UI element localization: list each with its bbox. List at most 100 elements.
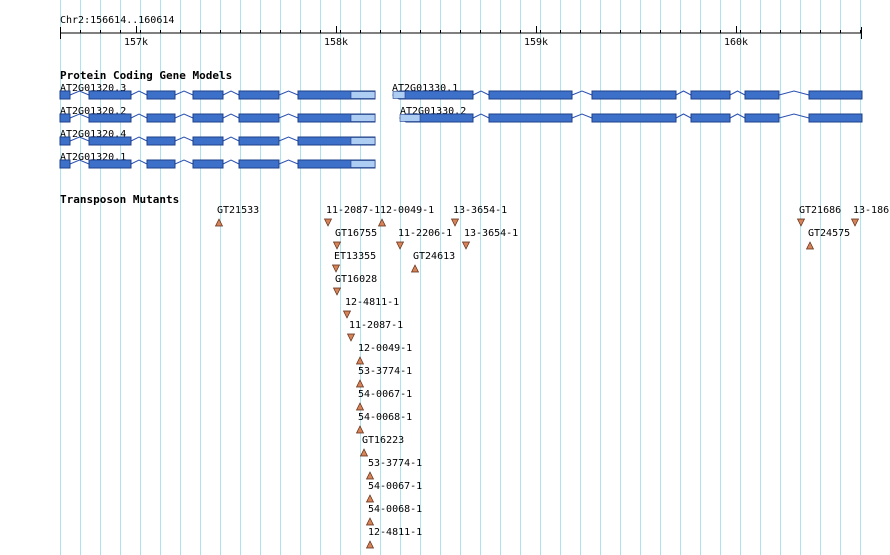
insertion-marker-down bbox=[395, 241, 405, 250]
gridline bbox=[380, 0, 381, 555]
intron bbox=[675, 113, 692, 119]
mutant-label[interactable]: 13-3654-1 bbox=[464, 228, 519, 239]
exon bbox=[146, 90, 176, 100]
gridline bbox=[860, 0, 861, 555]
exon bbox=[591, 113, 677, 123]
gene-label[interactable]: AT2G01320.3 bbox=[60, 83, 127, 94]
gene-label[interactable]: AT2G01320.2 bbox=[60, 106, 127, 117]
utr bbox=[350, 91, 376, 99]
mutant-label[interactable]: 11-2087-1 bbox=[349, 320, 404, 331]
gridline bbox=[80, 0, 81, 555]
mutant-label[interactable]: 11-2087-1 bbox=[326, 205, 381, 216]
exon bbox=[238, 136, 280, 146]
mutant-label[interactable]: 12-4811-1 bbox=[368, 527, 423, 538]
gridline bbox=[540, 0, 541, 555]
ruler[interactable] bbox=[0, 0, 890, 60]
intron bbox=[69, 159, 90, 165]
exon bbox=[192, 90, 224, 100]
exon bbox=[59, 113, 71, 123]
gridline bbox=[400, 0, 401, 555]
intron bbox=[174, 159, 194, 165]
gridline bbox=[420, 0, 421, 555]
mutant-label[interactable]: 54-0068-1 bbox=[368, 504, 423, 515]
gridline bbox=[780, 0, 781, 555]
exon bbox=[59, 159, 71, 169]
insertion-marker-down bbox=[331, 264, 341, 273]
exon bbox=[59, 90, 71, 100]
exon bbox=[88, 113, 132, 123]
mutant-label[interactable]: GT21533 bbox=[217, 205, 260, 216]
mutant-label[interactable]: 11-2206-1 bbox=[398, 228, 453, 239]
gridline bbox=[180, 0, 181, 555]
gene-model-3 bbox=[59, 159, 376, 169]
ruler-tick-160k: 160k bbox=[724, 37, 749, 48]
intron bbox=[174, 113, 194, 119]
gridline bbox=[320, 0, 321, 555]
gene-label[interactable]: AT2G01330.1 bbox=[392, 83, 459, 94]
gene-label[interactable]: AT2G01330.2 bbox=[400, 106, 467, 117]
mutant-label[interactable]: 54-0067-1 bbox=[368, 481, 423, 492]
mutant-label[interactable]: 12-0049-1 bbox=[358, 343, 413, 354]
mutant-label[interactable]: GT24575 bbox=[808, 228, 851, 239]
intron bbox=[174, 136, 194, 142]
ruler-tick-157k: 157k bbox=[124, 37, 149, 48]
gridline bbox=[520, 0, 521, 555]
insertion-marker-up bbox=[365, 494, 375, 503]
gene-models-track[interactable] bbox=[0, 0, 890, 180]
mutant-label[interactable]: 54-0067-1 bbox=[358, 389, 413, 400]
mutant-label[interactable]: 54-0068-1 bbox=[358, 412, 413, 423]
exon bbox=[146, 159, 176, 169]
gridline bbox=[580, 0, 581, 555]
intron bbox=[778, 90, 810, 96]
insertion-marker-up bbox=[365, 540, 375, 549]
mutant-label[interactable]: GT24613 bbox=[413, 251, 456, 262]
gridline bbox=[660, 0, 661, 555]
intron bbox=[278, 159, 299, 165]
utr bbox=[392, 91, 406, 99]
insertion-marker-down bbox=[461, 241, 471, 250]
gene-label[interactable]: AT2G01320.4 bbox=[60, 129, 127, 140]
gridline bbox=[120, 0, 121, 555]
gridline bbox=[200, 0, 201, 555]
exon bbox=[808, 90, 863, 100]
insertion-marker-up bbox=[805, 241, 815, 250]
mutant-label[interactable]: GT16028 bbox=[335, 274, 378, 285]
mutant-label[interactable]: 12-0049-1 bbox=[380, 205, 435, 216]
exon bbox=[88, 136, 132, 146]
gridline bbox=[600, 0, 601, 555]
insertion-marker-up bbox=[365, 517, 375, 526]
mutant-label[interactable]: GT21686 bbox=[799, 205, 842, 216]
gridline bbox=[440, 0, 441, 555]
intron bbox=[69, 113, 90, 119]
gene-model-0 bbox=[59, 90, 376, 100]
insertion-marker-down bbox=[332, 287, 342, 296]
mutant-label[interactable]: GT16223 bbox=[362, 435, 405, 446]
mutant-label[interactable]: 53-3774-1 bbox=[368, 458, 423, 469]
gridline bbox=[620, 0, 621, 555]
insertion-marker-up bbox=[355, 425, 365, 434]
mutant-label[interactable]: 13-186 bbox=[853, 205, 890, 216]
insertion-marker-up bbox=[410, 264, 420, 273]
exon bbox=[88, 159, 132, 169]
exon bbox=[238, 159, 280, 169]
exon bbox=[488, 90, 573, 100]
intron bbox=[571, 113, 593, 119]
gene-model-5 bbox=[399, 113, 863, 123]
exon bbox=[488, 113, 573, 123]
intron bbox=[69, 136, 90, 142]
intron bbox=[675, 90, 692, 96]
mutant-label[interactable]: 13-3654-1 bbox=[453, 205, 508, 216]
gridline bbox=[160, 0, 161, 555]
gene-label[interactable]: AT2G01320.1 bbox=[60, 152, 127, 163]
mutant-label[interactable]: GT16755 bbox=[335, 228, 378, 239]
gridline bbox=[340, 0, 341, 555]
mutant-label[interactable]: 53-3774-1 bbox=[358, 366, 413, 377]
mutant-label[interactable]: ET13355 bbox=[334, 251, 377, 262]
exon bbox=[238, 90, 280, 100]
exon bbox=[146, 113, 176, 123]
gridline bbox=[680, 0, 681, 555]
mutant-label[interactable]: 12-4811-1 bbox=[345, 297, 400, 308]
gridline bbox=[220, 0, 221, 555]
